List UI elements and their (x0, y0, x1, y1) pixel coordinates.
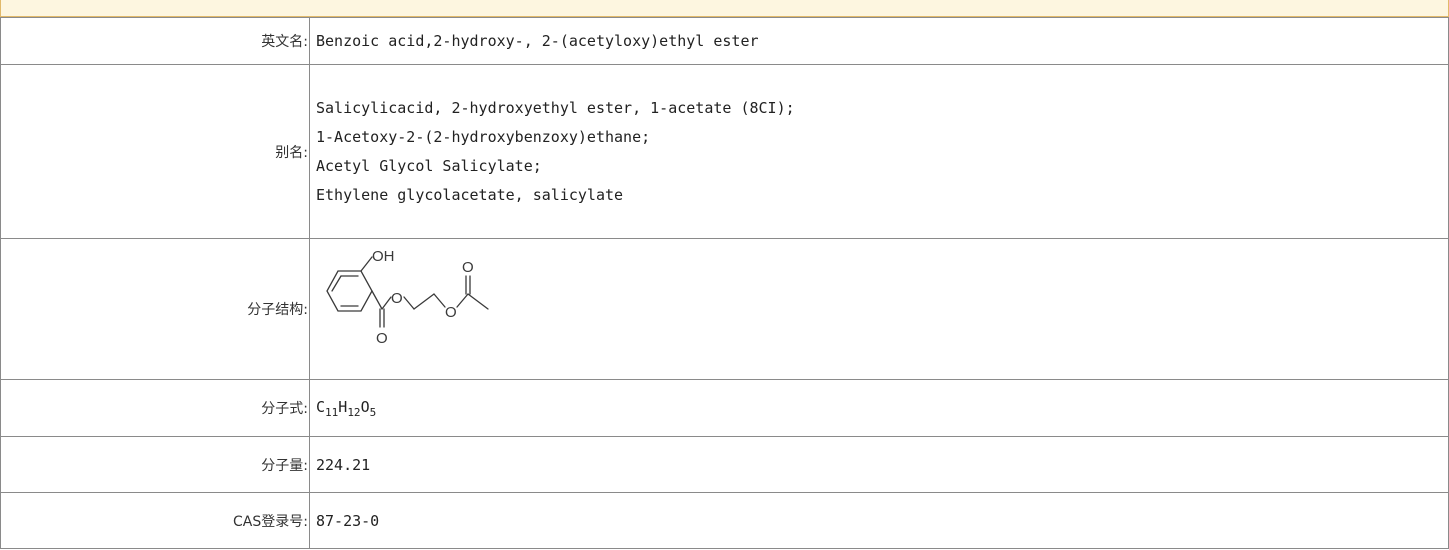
alias-item: 1-Acetoxy-2-(2-hydroxybenzoxy)ethane; (316, 127, 651, 146)
aliases-label: 别名: (0, 64, 310, 239)
alias-item: Salicylicacid, 2-hydroxyethyl ester, 1-a… (316, 98, 795, 117)
header-strip (0, 0, 1449, 17)
aliases-list: Salicylicacid, 2-hydroxyethyl ester, 1-a… (309, 64, 1449, 239)
formula-value: C11H12O5 (309, 379, 1449, 437)
formula-count-h: 12 (347, 405, 361, 419)
english-name-label: 英文名: (0, 17, 310, 65)
structure-cell: OH O O O O (309, 238, 1449, 380)
structure-label: 分子结构: (0, 238, 310, 380)
english-name-value: Benzoic acid,2-hydroxy-, 2-(acetyloxy)et… (309, 17, 1449, 65)
formula-label: 分子式: (0, 379, 310, 437)
hydroxyl-atom-label: OH (372, 248, 395, 265)
row-mol-weight: 分子量: 224.21 (0, 436, 1449, 493)
row-structure: 分子结构: (0, 238, 1449, 380)
molecule-structure-diagram: OH O O O O (326, 248, 489, 347)
row-english-name: 英文名: Benzoic acid,2-hydroxy-, 2-(acetylo… (0, 17, 1449, 65)
formula-element-o: O (360, 397, 370, 416)
ester-oxygen-label: O (391, 290, 403, 307)
row-cas: CAS登录号: 87-23-0 (0, 492, 1449, 549)
hydroxyl-bond (360, 256, 373, 272)
cas-label: CAS登录号: (0, 492, 310, 549)
mol-weight-label: 分子量: (0, 436, 310, 493)
formula-element-h: H (338, 397, 348, 416)
ether-oxygen-label: O (445, 304, 457, 321)
acetyl-oxygen-label: O (462, 259, 474, 276)
row-aliases: 别名: Salicylicacid, 2-hydroxyethyl ester,… (0, 64, 1449, 239)
alias-item: Ethylene glycolacetate, salicylate (316, 185, 624, 204)
formula-count-o: 5 (369, 405, 377, 419)
formula-element-c: C (316, 397, 326, 416)
alias-item: Acetyl Glycol Salicylate; (316, 156, 542, 175)
compound-info-table: 英文名: Benzoic acid,2-hydroxy-, 2-(acetylo… (0, 17, 1449, 549)
formula-count-c: 11 (325, 405, 339, 419)
benzene-ring (326, 270, 373, 312)
mol-weight-value: 224.21 (309, 436, 1449, 493)
row-formula: 分子式: C11H12O5 (0, 379, 1449, 437)
cas-value: 87-23-0 (309, 492, 1449, 549)
carbonyl-oxygen-label: O (376, 330, 388, 347)
